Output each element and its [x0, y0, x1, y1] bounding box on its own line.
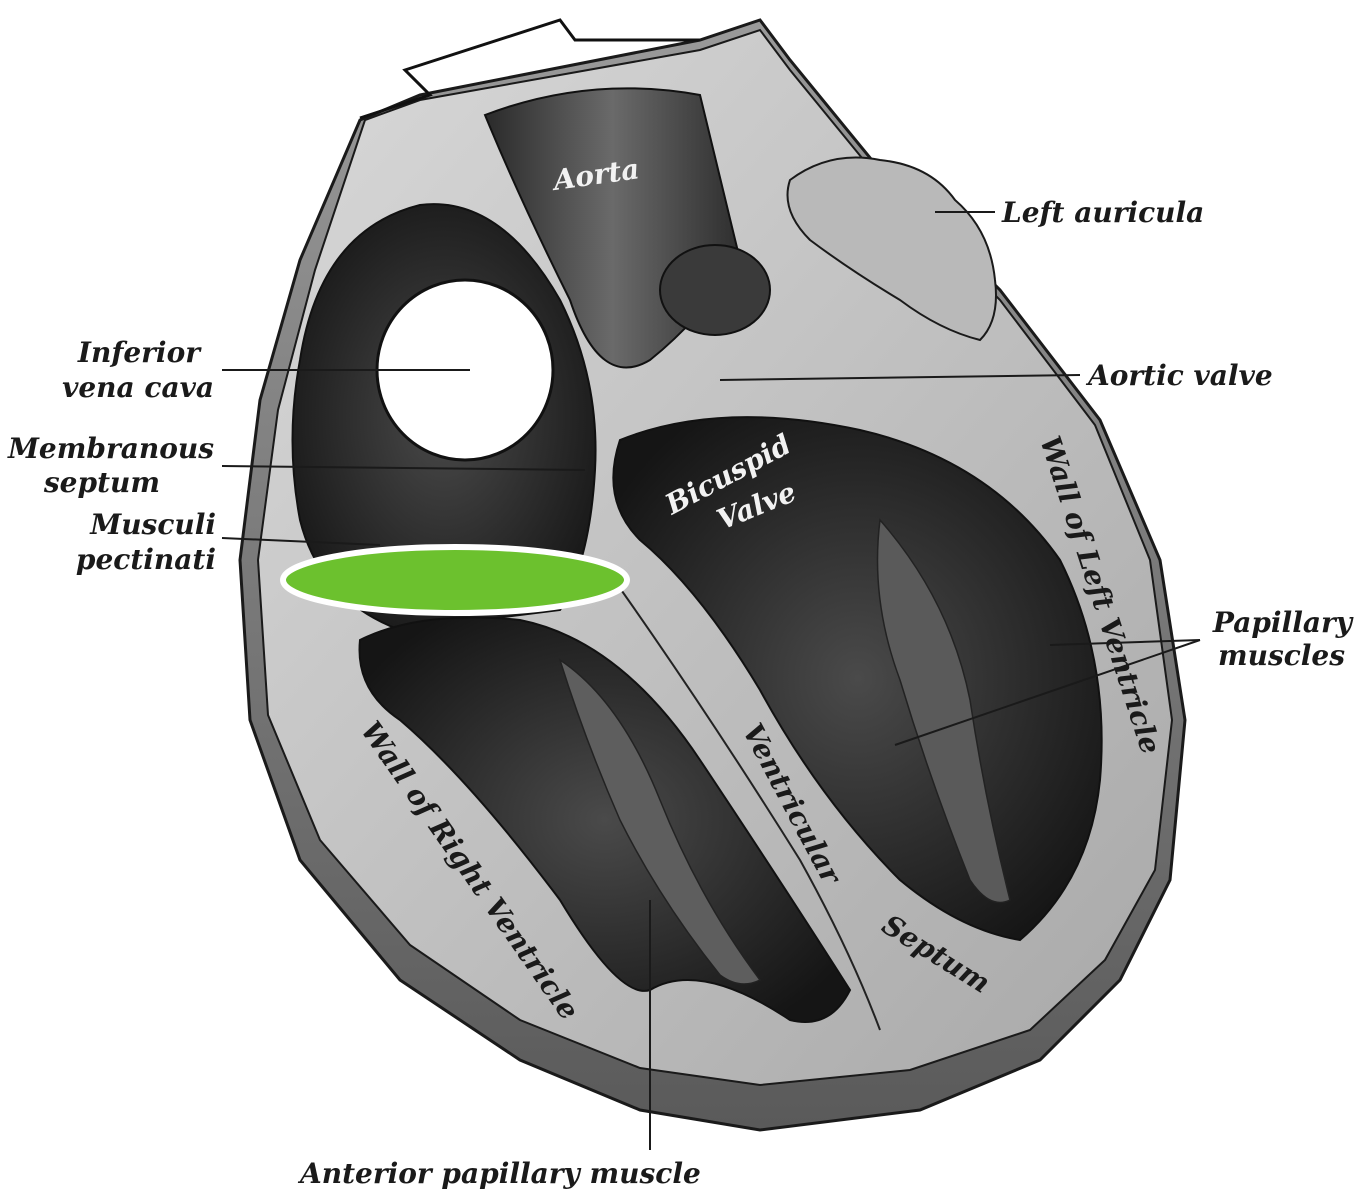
papillary-muscle-left: [876, 518, 1011, 904]
label-left-auricula: Left auricula: [1001, 196, 1204, 229]
label-musculi-pectinati-line2: pectinati: [76, 543, 216, 576]
label-inferior-vena-cava-line2: vena cava: [62, 371, 214, 404]
leader-papillary-muscles-2: [894, 639, 1201, 746]
label-membranous-septum-line1: Membranous: [7, 432, 214, 465]
label-inferior-vena-cava-line1: Inferior: [77, 336, 202, 369]
left-auricula: [786, 156, 997, 342]
label-anterior-papillary-muscle: Anterior papillary muscle: [297, 1157, 701, 1190]
label-membranous-septum-line2: septum: [43, 466, 160, 499]
highlight-ellipse: [280, 544, 630, 616]
aortic-valve-cusp: [659, 244, 771, 336]
right-ventricle-cavity: [358, 616, 852, 1023]
leader-aortic-valve: [719, 374, 1081, 381]
papillary-muscle-right: [558, 658, 762, 985]
leader-membranous-septum: [221, 465, 586, 471]
label-aortic-valve: Aortic valve: [1085, 359, 1273, 392]
label-papillary-muscles-line2: muscles: [1218, 639, 1345, 672]
leader-papillary-muscles-1: [1049, 639, 1201, 646]
vessel-rings: [359, 18, 700, 120]
label-musculi-pectinati-line1: Musculi: [89, 508, 216, 541]
ventricular-septum: [599, 559, 881, 1031]
label-papillary-muscles-line1: Papillary: [1212, 606, 1354, 639]
leader-musculi-pectinati: [221, 537, 381, 546]
